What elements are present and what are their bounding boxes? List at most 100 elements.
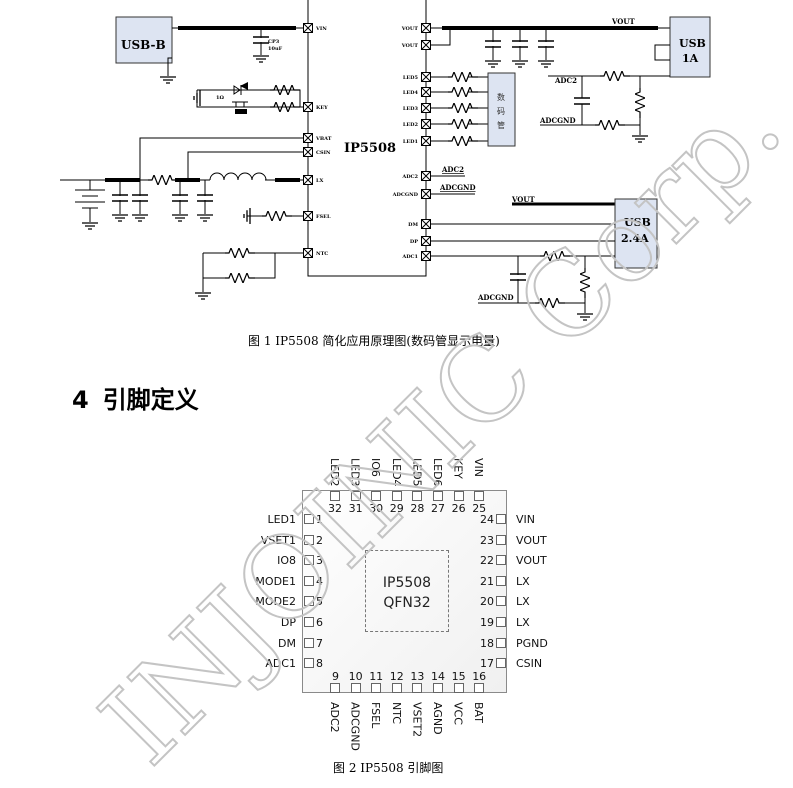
cap-value: 10uF [268,46,283,52]
pin-label: LED5 [403,75,419,81]
pin-number: 29 [389,502,404,515]
pin-number: 10 [348,670,363,683]
section-title: 引脚定义 [102,386,199,414]
pin-label: LED1 [403,139,418,145]
pin-label: KEY [316,105,328,111]
pin-name: DM [278,636,296,650]
pin-number: 8 [316,657,323,671]
pin-number: 25 [472,502,487,515]
pin-pad [304,637,314,648]
usb-24a-label: USB [624,216,651,229]
usb-1a-label: USB [679,37,706,50]
net-adcgnd: ADCGND [539,116,576,125]
pin-name: LED4 [389,458,403,487]
pin-pad [330,683,340,693]
pin-number: 11 [369,670,384,683]
pin-label: VIN [315,26,327,32]
application-schematic: USB-B CP3 10uF 1Ω IP5508 VIN KEY VBAT CS… [60,0,711,330]
pin-number: 3 [316,554,323,568]
pin-name: LX [516,595,530,609]
usb-b-label: USB-B [121,38,166,52]
pin-pad [330,491,340,501]
pin-number: 22 [480,554,494,568]
pin-number: 17 [480,657,494,671]
pin-label: CSIN [316,150,331,156]
pin-pad [304,534,314,545]
pin-pad [496,596,506,607]
pin-name: LED5 [410,458,424,487]
pin-name: LED3 [348,458,362,487]
pin-name: LED2 [328,458,341,487]
pin-name: IO6 [369,458,383,477]
pin-number: 18 [480,636,494,650]
pin-pad [304,514,314,524]
pin-number: 14 [431,670,445,683]
pin-pad [304,555,314,566]
pin-pad [474,683,485,693]
pin-number: 12 [389,670,404,683]
pinout-chip-name: IP5508 [382,575,432,591]
pin-number: 23 [480,533,494,547]
pin-label: LED2 [403,122,419,128]
pin-name: MODE1 [255,574,296,588]
pin-label: LED3 [403,106,419,112]
pin-pad [391,491,402,501]
pin-pad [304,596,314,607]
pin-label: VBAT [315,136,332,142]
pin-name: ADCGND [348,702,362,751]
pin-label: DP [410,239,418,245]
pin-number: 15 [451,670,466,683]
pin-pad [304,658,314,669]
pin-number: 21 [480,574,494,588]
pin-name: CSIN [516,657,543,671]
pin-pad [371,683,382,693]
display-label: 数 [497,92,505,102]
pin-pad [433,491,443,501]
pin-name: BAT [472,702,486,723]
pin-name: VSET1 [260,533,296,547]
pin-pad [304,617,314,627]
pin-name: IO8 [277,554,296,568]
pin-pad [496,575,506,586]
pin-pad [412,683,423,693]
pin-name: KEY [451,458,465,479]
chip-name: IP5508 [344,141,396,156]
pin-pad [433,683,443,693]
pin-label: FSEL [316,214,331,220]
section-heading: 4 引脚定义 [72,380,213,415]
pin-label: LX [316,178,324,184]
pin-name: ADC1 [265,657,296,671]
pin-number: 31 [348,502,363,515]
pin-name: VOUT [516,533,547,547]
figure-2-caption: 图 2 IP5508 引脚图 [333,761,444,775]
figure-1-caption: 图 1 IP5508 简化应用原理图(数码管显示电量) [248,334,500,348]
pin-label: VOUT [401,26,419,32]
pin-label: ADC2 [401,174,418,180]
pin-name: PGND [516,636,548,650]
pin-number: 28 [410,502,425,515]
pin-name: NTC [389,702,403,724]
pin-pad [496,617,506,627]
net-adcgnd-pin: ADCGND [439,183,476,192]
pin-pad [474,491,485,501]
pin-number: 2 [316,533,323,547]
pin-number: 7 [316,636,323,650]
pin-pad [412,491,423,501]
pin-name: VCC [451,702,465,725]
qfn32-package-body [302,490,507,693]
pin-label: LED4 [403,90,419,96]
pin-name: DP [280,616,296,629]
exposed-pad: IP5508 QFN32 [365,550,449,632]
display-label: 管 [497,120,505,130]
display-label: 码 [497,107,505,116]
pin-pad [496,534,506,545]
pin-pad [496,637,506,648]
pin-name: VSET2 [410,702,424,738]
section-number: 4 [72,386,89,414]
usb-24a-label: 2.4A [621,232,649,245]
pin-pad [496,658,506,669]
pin-pad [350,491,361,501]
net-vout-2: VOUT [511,195,536,204]
pin-pad [496,514,506,524]
led-ref: 1Ω [216,95,224,101]
